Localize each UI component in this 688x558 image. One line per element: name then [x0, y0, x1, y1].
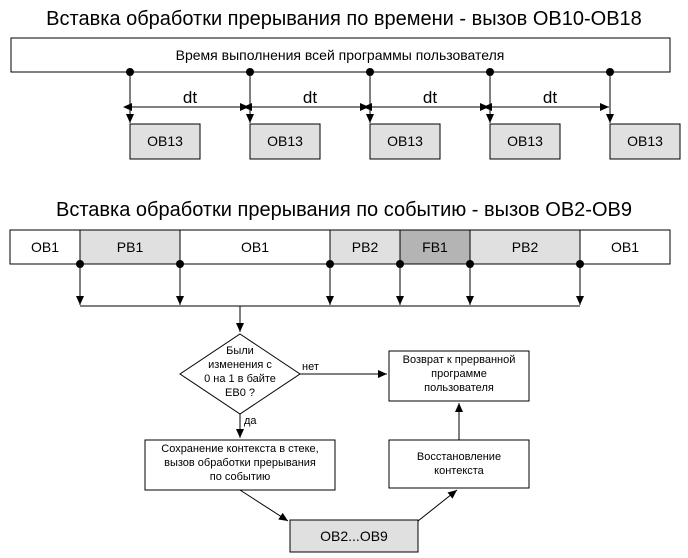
ob13-box: OB13 [249, 123, 321, 160]
top-junction-dots [126, 68, 614, 76]
restore-context-box [388, 439, 530, 489]
dt-label: dt [543, 88, 557, 107]
dt-label: dt [303, 88, 317, 107]
svg-text:OB13: OB13 [267, 133, 303, 149]
yes-label: да [244, 415, 257, 427]
bottom-title: Вставка обработки прерывания по событию … [56, 199, 632, 221]
save-context-box [144, 439, 336, 491]
save-text: по событию [210, 471, 271, 483]
svg-text:OB13: OB13 [387, 133, 423, 149]
segment-label: OB1 [31, 239, 59, 255]
segment-label: PB2 [512, 239, 539, 255]
segment-label: PB1 [117, 239, 144, 255]
segment-label: OB1 [241, 239, 269, 255]
segment-label: OB1 [611, 239, 639, 255]
segment-label: PB2 [352, 239, 379, 255]
program-time-bar [10, 37, 671, 73]
segment-pb2 [469, 229, 581, 265]
return-text: пользователя [424, 382, 494, 394]
segment-ob1 [179, 229, 331, 265]
ob-range-box [289, 519, 419, 553]
svg-text:OB13: OB13 [507, 133, 543, 149]
dt-label: dt [423, 88, 437, 107]
svg-text:OB13: OB13 [627, 133, 663, 149]
to-restore-arrow [417, 489, 458, 522]
decision-text: Были [226, 345, 254, 357]
top-drop-lines [126, 72, 614, 123]
ob13-box: OB13 [129, 123, 201, 160]
segment-bar [9, 229, 671, 265]
save-text: Сохранение контекста в стеке, [161, 443, 319, 455]
segment-pb1 [79, 229, 181, 265]
dt-label: dt [183, 88, 197, 107]
top-title: Вставка обработки прерывания по времени … [46, 8, 642, 30]
ob13-box: OB13 [369, 123, 441, 160]
ob13-box: OB13 [609, 123, 681, 160]
svg-text:OB13: OB13 [147, 133, 183, 149]
restore-text: контекста [434, 465, 485, 477]
segment-ob1 [579, 229, 671, 265]
segment-label: FB1 [422, 239, 448, 255]
decision-text: изменения с [208, 359, 272, 371]
restore-text: Восстановление [417, 451, 501, 463]
return-to-program-box [388, 350, 530, 402]
return-text: программе [431, 368, 487, 380]
ob13-box: OB13 [489, 123, 561, 160]
event-junction-dots [76, 260, 584, 268]
no-label: нет [302, 361, 319, 373]
ob-range-label: OB2...OB9 [320, 528, 388, 544]
decision-text: 0 на 1 в байте [204, 373, 276, 385]
program-time-label: Время выполнения всей программы пользова… [176, 47, 505, 63]
to-ob-range-arrow [239, 489, 289, 522]
decision-text: EB0 ? [225, 387, 255, 399]
save-text: вызов обработки прерывания [164, 457, 316, 469]
event-drop-lines [76, 264, 584, 305]
segment-pb2 [329, 229, 401, 265]
return-text: Возврат к прерванной [403, 354, 516, 366]
